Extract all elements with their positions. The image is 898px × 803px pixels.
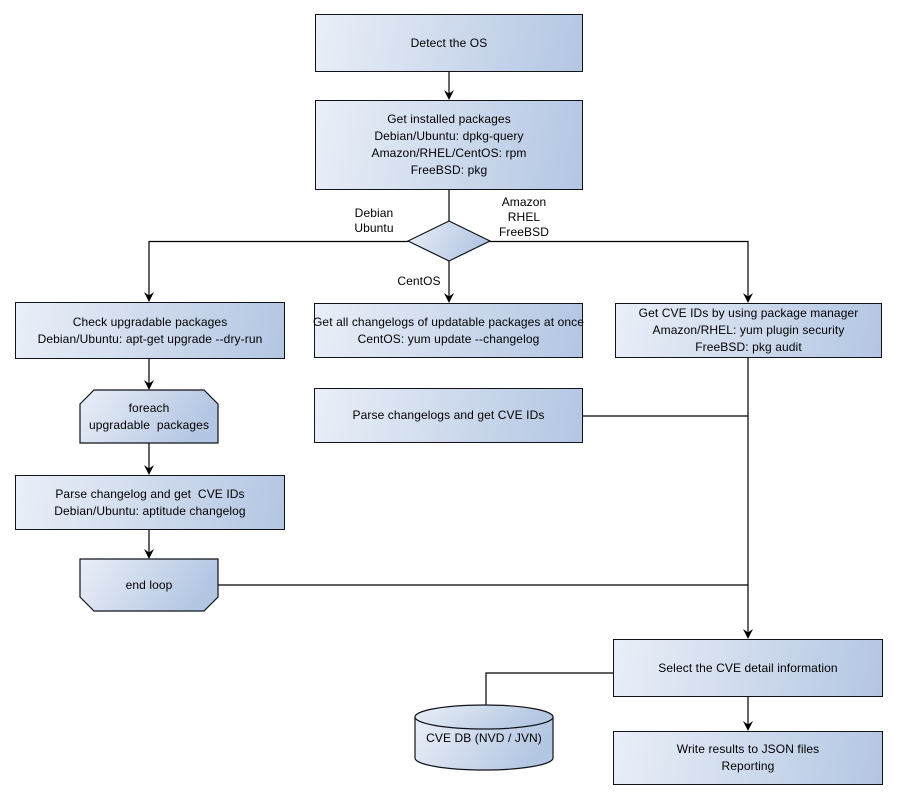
node-check-upgradable-label: Check upgradable packages Debian/Ubuntu:… [37,314,263,346]
arrowhead-into-check-upgradable [144,292,154,302]
arrowhead-into-endloop [144,549,154,559]
node-parse-changelog-deb-label: Parse changelog and get CVE IDs Debian/U… [54,486,246,518]
node-write-results-label: Write results to JSON files Reporting [676,742,820,773]
end-loop-shape [79,558,219,612]
branch-label-debian-ubuntu: Debian Ubuntu [354,206,394,235]
os-decision-diamond [406,220,492,262]
cve-db-cylinder-top [414,704,554,730]
node-parse-changelog-deb: Parse changelog and get CVE IDs Debian/U… [15,475,285,530]
node-select-cve-detail-label: Select the CVE detail information [658,660,838,675]
node-parse-changelogs-centos-label: Parse changelogs and get CVE IDs [352,408,545,422]
node-write-results: Write results to JSON files Reporting [613,731,883,785]
arrowhead-into-select [743,629,753,639]
node-get-installed-packages-label: Get installed packages Debian/Ubuntu: dp… [371,112,527,177]
arrowhead-into-write-results [743,721,753,731]
node-check-upgradable: Check upgradable packages Debian/Ubuntu:… [15,302,285,359]
node-get-all-changelogs-label: Get all changelogs of updatable packages… [313,314,584,346]
arrowhead-into-parse-left [144,465,154,475]
node-select-cve-detail: Select the CVE detail information [613,639,883,697]
connector-diamond-to-check-upgradable [148,240,409,297]
foreach-loop-shape [79,389,219,444]
connector-cvedb-to-select [485,672,613,705]
branch-label-debian-ubuntu-box: Debian Ubuntu [329,205,419,237]
arrowhead-into-installed [444,90,454,100]
node-detect-os: Detect the OS [315,14,583,72]
branch-label-centos-box: CentOS [369,272,469,290]
node-parse-changelogs-centos: Parse changelogs and get CVE IDs [314,388,583,443]
connector-diamond-to-get-cve-right [489,240,749,298]
cve-db-cylinder-body [414,716,554,771]
node-get-cve-pkg-manager: Get CVE IDs by using package manager Ama… [615,303,882,358]
arrowhead-into-foreach [144,380,154,390]
connectors [148,72,749,726]
node-get-all-changelogs: Get all changelogs of updatable packages… [313,303,584,358]
branch-label-centos: CentOS [397,273,441,288]
branch-label-amazon-rhel-freebsd-box: Amazon RHEL FreeBSD [478,193,570,241]
node-get-installed-packages: Get installed packages Debian/Ubuntu: dp… [315,100,583,190]
arrowhead-into-get-all-changelogs [444,293,454,303]
branch-label-amazon-rhel-freebsd: Amazon RHEL FreeBSD [498,194,550,239]
arrowhead-into-get-cve-right [743,293,753,303]
arrowheads [144,90,753,731]
node-detect-os-label: Detect the OS [410,35,488,50]
node-get-cve-pkg-manager-label: Get CVE IDs by using package manager Ama… [638,306,859,354]
